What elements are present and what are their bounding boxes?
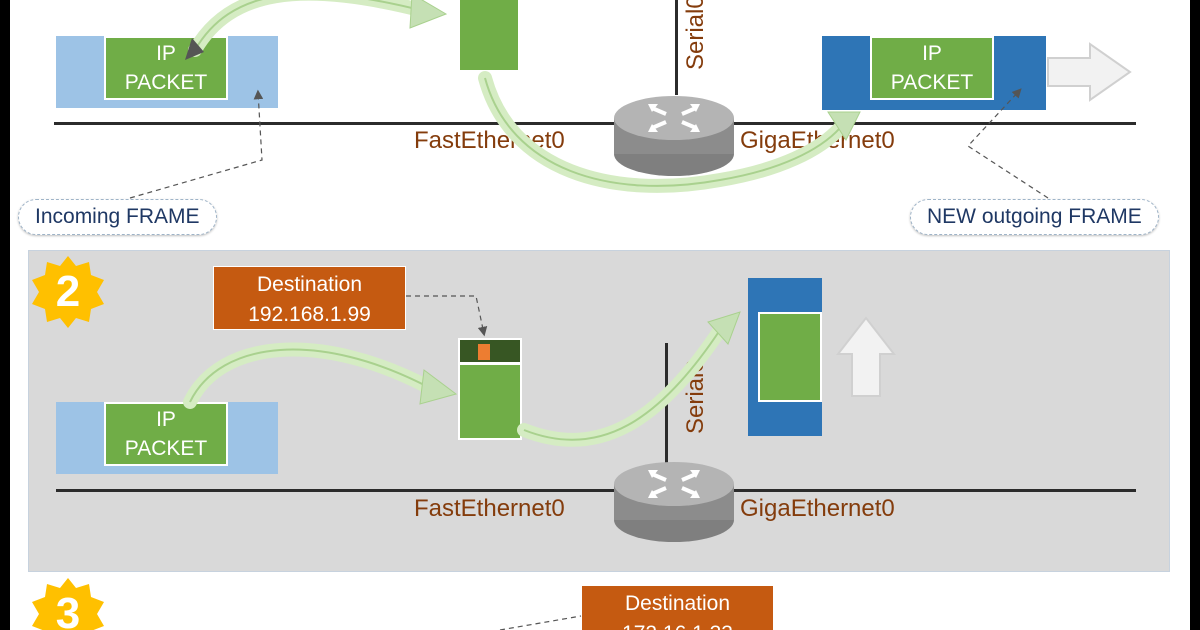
- panel-2-network-segment: [56, 489, 1136, 492]
- network-segment: [54, 122, 1136, 125]
- panel-2-left-interface-label: FastEthernet0: [414, 495, 565, 522]
- destination-title: Destination: [256, 273, 363, 296]
- outgoing-ip-packet: IP PACKET: [870, 36, 994, 100]
- incoming-frame-callout: Incoming FRAME: [18, 199, 217, 235]
- panel-2-right-interface-label: GigaEthernet0: [740, 495, 895, 522]
- serial-link-line: [675, 0, 678, 95]
- packet-header: [460, 340, 520, 362]
- panel-2-destination-box: Destination 192.168.1.99: [213, 266, 406, 330]
- star-badge-icon: [32, 578, 104, 630]
- header-divider: [460, 362, 520, 365]
- destination-title: Destination: [624, 592, 731, 615]
- step-2-number: 2: [55, 267, 81, 316]
- panel-3-destination-leader: [499, 615, 582, 630]
- outline-arrow-up-icon: [835, 316, 897, 397]
- step-2-badge: 2: [32, 256, 104, 328]
- star-badge-icon: [32, 256, 104, 328]
- panel-1-flow-arrow-top: [185, 0, 448, 60]
- panel-2-lookup-packet: [458, 338, 522, 440]
- step-3-number: 3: [55, 589, 81, 630]
- panel-2-ip-packet: IP PACKET: [104, 402, 228, 466]
- panel-3-destination-box: Destination 172.16.1.33: [581, 585, 774, 630]
- incoming-ip-packet: IP PACKET: [104, 36, 228, 100]
- router-icon: [614, 96, 734, 176]
- panel-1-flow-arrow-bottom: [478, 71, 861, 193]
- destination-field-marker: [478, 344, 490, 360]
- routed-packet-box: [458, 0, 520, 72]
- destination-ip: 192.168.1.99: [248, 303, 371, 326]
- outgoing-frame-callout: NEW outgoing FRAME: [910, 199, 1159, 235]
- destination-ip: 172.16.1.33: [582, 619, 773, 630]
- panel-1-leader-lines: [129, 88, 1049, 199]
- panel-2-destination-leader: [406, 295, 488, 337]
- panel-2-flow-arrow-in: [183, 342, 458, 409]
- panel-2-flow-arrow-out: [517, 311, 741, 447]
- outline-arrow-right-icon: [1047, 42, 1132, 102]
- panel-2-serial-packet: [758, 312, 822, 402]
- router-icon: [614, 462, 734, 542]
- step-3-badge: 3: [32, 578, 104, 630]
